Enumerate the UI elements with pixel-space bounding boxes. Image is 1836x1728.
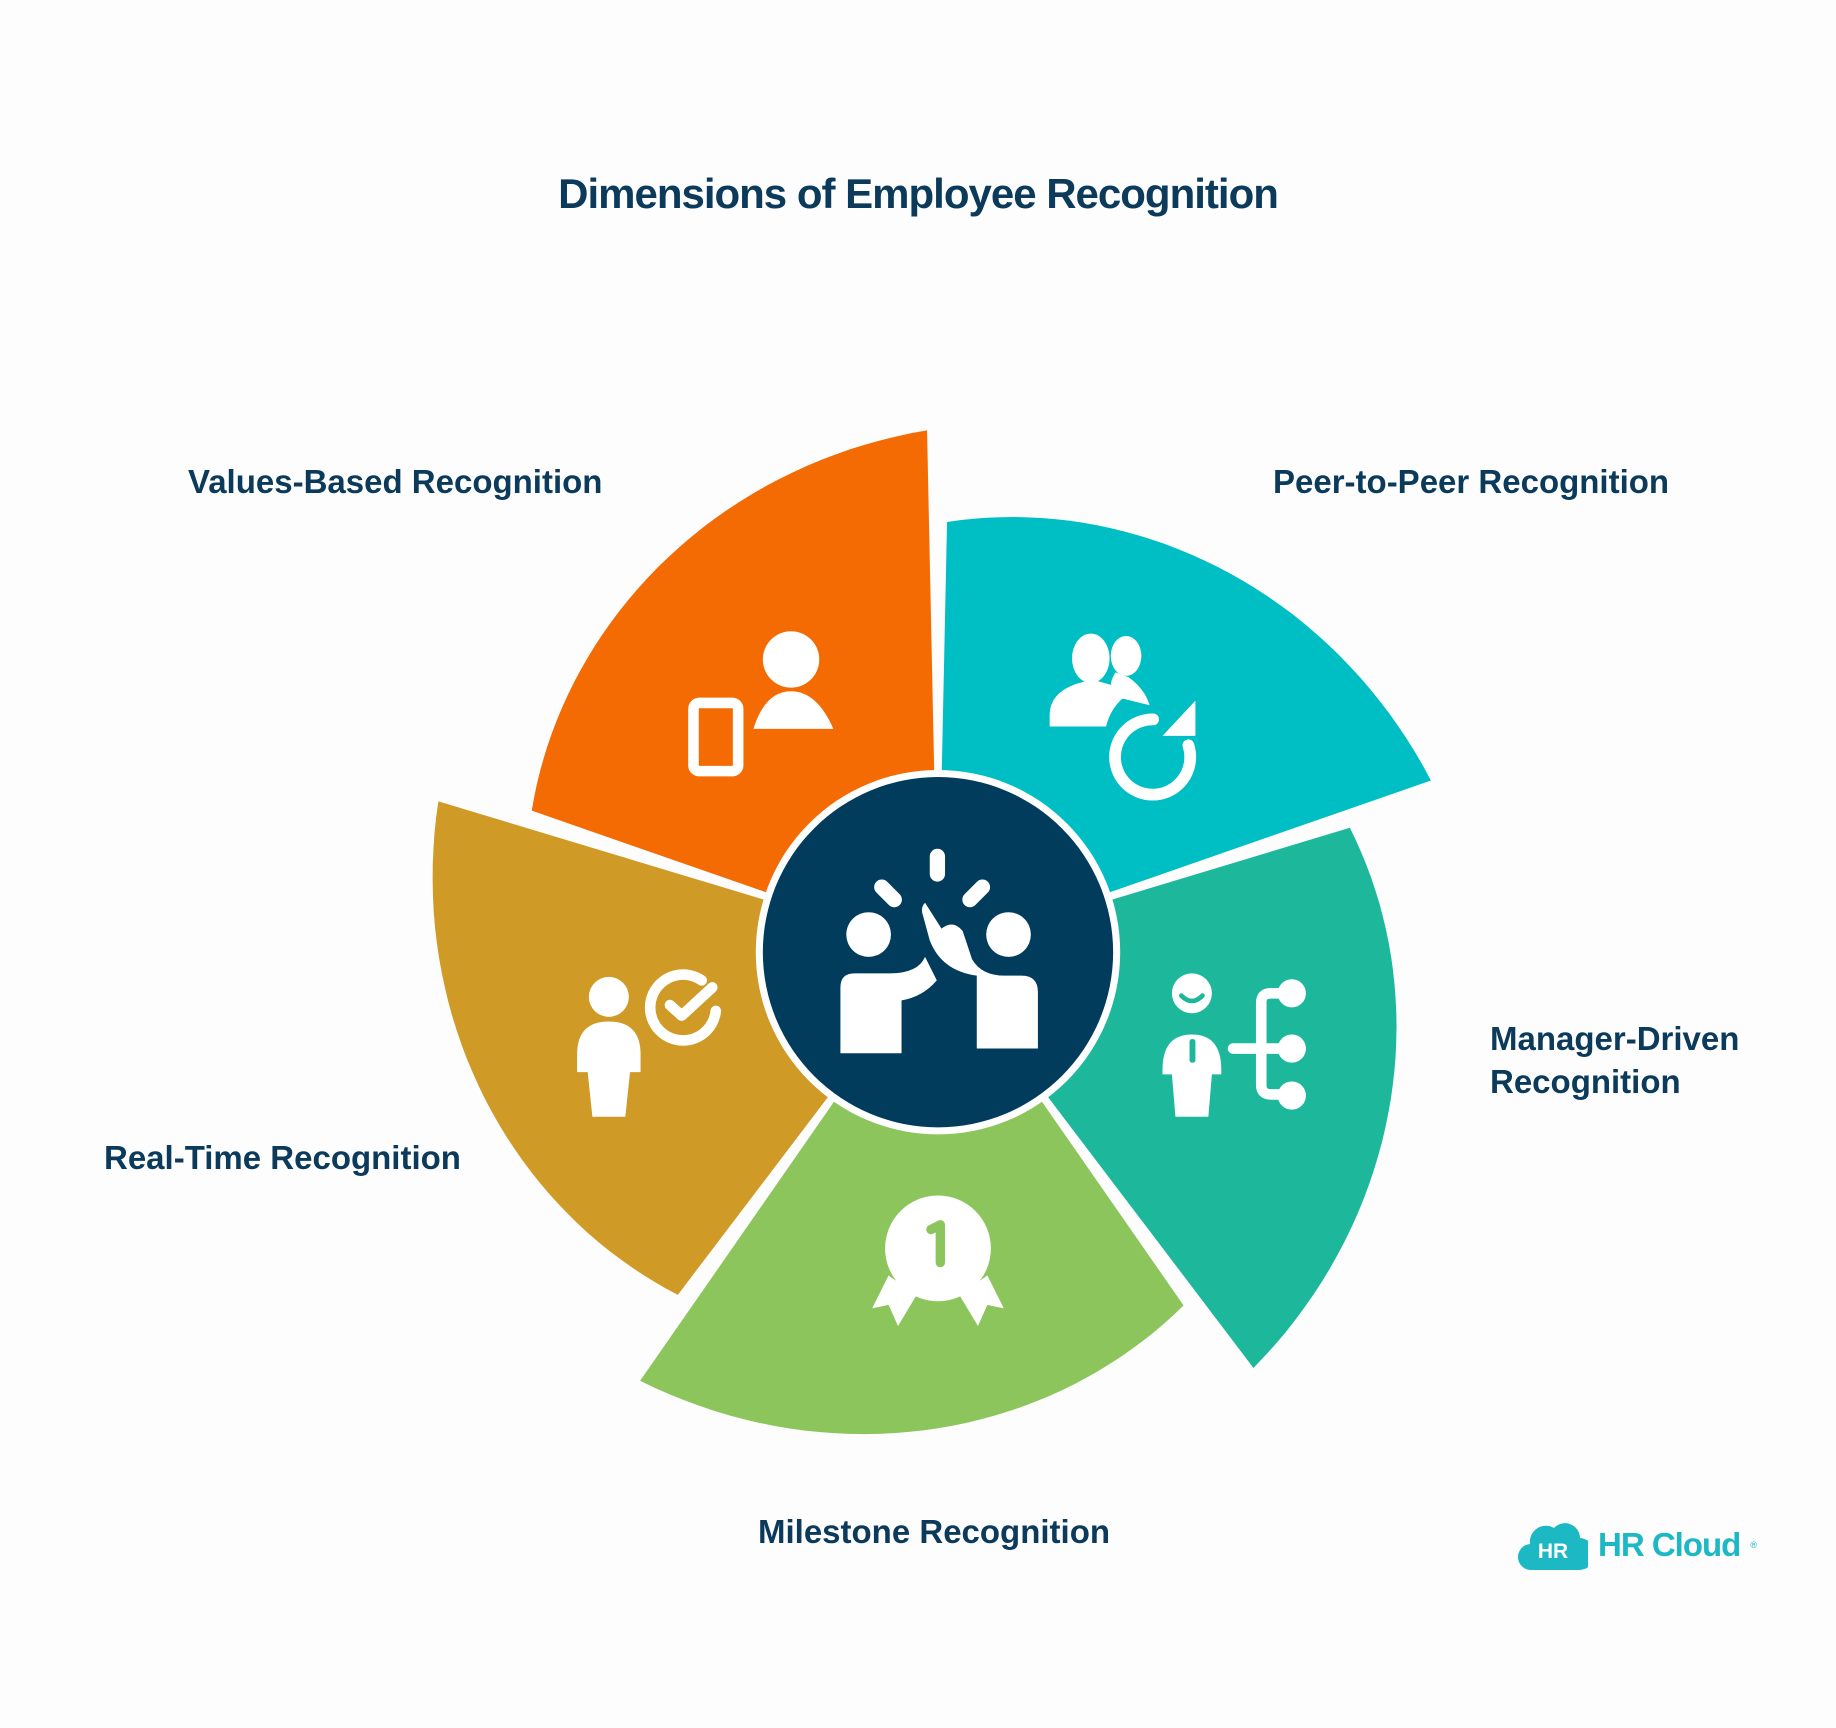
- label-values-based: Values-Based Recognition: [188, 463, 603, 500]
- label-manager-driven: Manager-Driven Recognition: [1490, 1017, 1739, 1103]
- brand-name: HR Cloud: [1598, 1526, 1741, 1563]
- petal-real-time-recognition: [432, 801, 853, 1295]
- cloud-icon: HR: [1518, 1523, 1588, 1571]
- label-manager-driven-line1: Manager-Driven: [1490, 1020, 1740, 1057]
- registered-mark: ®: [1750, 1540, 1757, 1550]
- medal-first-place-icon: [872, 1195, 1004, 1326]
- person-check-icon: [577, 969, 722, 1117]
- petal-values-based-recognition: [531, 430, 936, 906]
- hr-cloud-logo: HR HR Cloud ®: [1518, 1518, 1757, 1572]
- manager-hierarchy-icon: [1162, 973, 1306, 1117]
- person-device-icon: [688, 631, 834, 777]
- label-peer-to-peer: Peer-to-Peer Recognition: [1273, 463, 1670, 500]
- label-manager-driven-line2: Recognition: [1490, 1063, 1681, 1100]
- label-real-time: Real-Time Recognition: [104, 1139, 461, 1176]
- svg-text:HR: HR: [1538, 1540, 1568, 1563]
- page-title: Dimensions of Employee Recognition: [558, 170, 1279, 217]
- label-milestone: Milestone Recognition: [758, 1513, 1111, 1550]
- high-five-icon: [840, 848, 1038, 1054]
